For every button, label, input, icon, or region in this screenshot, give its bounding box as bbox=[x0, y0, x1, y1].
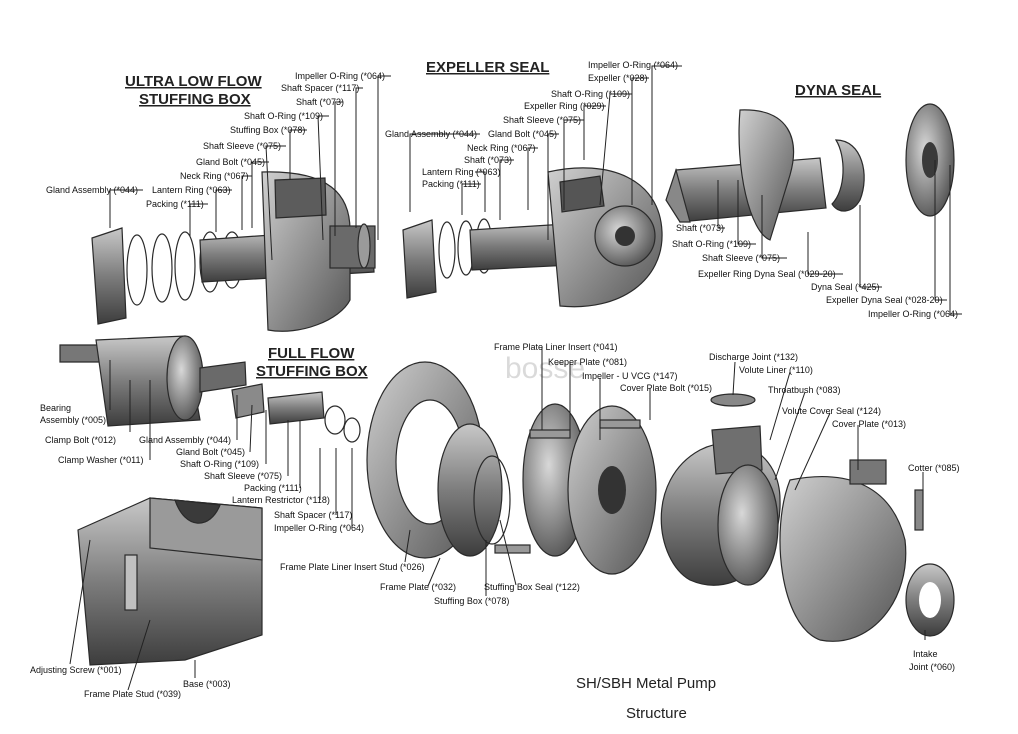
label-ex-gland-bolt: Gland Bolt (*045) bbox=[488, 129, 557, 139]
leader-lines bbox=[69, 65, 962, 691]
label-discharge-joint: Discharge Joint (*132) bbox=[709, 352, 798, 362]
label-ff-gland-assembly: Gland Assembly (*044) bbox=[139, 435, 231, 445]
labels-full-flow: Bearing Assembly (*005) Clamp Bolt (*012… bbox=[40, 403, 364, 533]
label-ff-shaft-spacer: Shaft Spacer (*117) bbox=[274, 510, 352, 520]
label-ul-shaft-spacer: Shaft Spacer (*117) bbox=[281, 83, 359, 93]
heading-expeller-seal: EXPELLER SEAL bbox=[426, 59, 549, 76]
label-stuffing-box: Stuffing Box (*078) bbox=[434, 596, 509, 606]
label-dy-expeller-dyna-seal: Expeller Dyna Seal (*028-20) bbox=[826, 295, 943, 305]
label-frame-plate-liner-insert-stud: Frame Plate Liner Insert Stud (*026) bbox=[280, 562, 425, 572]
caption-line1: SH/SBH Metal Pump bbox=[576, 675, 716, 692]
label-ff-bearing: Bearing bbox=[40, 403, 71, 413]
label-cotter: Cotter (*085) bbox=[908, 463, 960, 473]
label-ex-shaft-o-ring: Shaft O-Ring (*109) bbox=[551, 89, 630, 99]
label-cover-plate: Cover Plate (*013) bbox=[832, 419, 906, 429]
ultra-low-flow-assembly-art bbox=[91, 171, 376, 332]
dyna-seal-assembly-art bbox=[665, 103, 955, 241]
label-ul-neck-ring: Neck Ring (*067) bbox=[180, 171, 249, 181]
label-dy-shaft: Shaft (*073) bbox=[676, 223, 724, 233]
label-ff-bearing-assembly: Assembly (*005) bbox=[40, 415, 106, 425]
label-ul-impeller-o-ring: Impeller O-Ring (*064) bbox=[295, 71, 385, 81]
label-keeper-plate: Keeper Plate (*081) bbox=[548, 357, 627, 367]
heading-ultra-low-flow-line1: ULTRA LOW FLOW bbox=[125, 73, 262, 90]
label-ul-shaft-o-ring: Shaft O-Ring (*109) bbox=[244, 111, 323, 121]
label-ff-packing: Packing (*111) bbox=[244, 483, 302, 493]
label-ex-expeller: Expeller (*028) bbox=[588, 73, 648, 83]
label-volute-liner: Volute Liner (*110) bbox=[739, 365, 813, 375]
label-ff-gland-bolt: Gland Bolt (*045) bbox=[176, 447, 245, 457]
label-ex-expeller-ring: Expeller Ring (*029) bbox=[524, 101, 605, 111]
label-ff-clamp-washer: Clamp Washer (*011) bbox=[58, 455, 144, 465]
label-ex-gland-assembly: Gland Assembly (*044) bbox=[385, 129, 477, 139]
label-intake-joint: Joint (*060) bbox=[909, 662, 955, 672]
labels-expeller-seal: Impeller O-Ring (*064) Expeller (*028) S… bbox=[385, 60, 678, 189]
base-art bbox=[77, 497, 263, 666]
label-ul-shaft: Shaft (*073) bbox=[296, 97, 344, 107]
label-ff-lantern-restrictor: Lantern Restrictor (*118) bbox=[232, 495, 330, 505]
label-ff-impeller-o-ring: Impeller O-Ring (*064) bbox=[274, 523, 364, 533]
wet-end-art bbox=[366, 361, 955, 642]
full-flow-assembly-art bbox=[59, 335, 361, 443]
label-ex-impeller-o-ring: Impeller O-Ring (*064) bbox=[588, 60, 678, 70]
labels-ultra-low-flow: Impeller O-Ring (*064) Shaft Spacer (*11… bbox=[46, 71, 385, 209]
label-ex-shaft: Shaft (*073) bbox=[464, 155, 512, 165]
label-ex-packing: Packing (*111) bbox=[422, 179, 480, 189]
label-ff-clamp-bolt: Clamp Bolt (*012) bbox=[45, 435, 116, 445]
label-cover-plate-bolt: Cover Plate Bolt (*015) bbox=[620, 383, 712, 393]
label-frame-plate: Frame Plate (*032) bbox=[380, 582, 456, 592]
label-adjusting-screw: Adjusting Screw (*001) bbox=[30, 665, 122, 675]
label-ul-gland-assembly: Gland Assembly (*044) bbox=[46, 185, 138, 195]
label-ex-lantern-ring: Lantern Ring (*063) bbox=[422, 167, 501, 177]
label-dy-expeller-ring-dyna-seal: Expeller Ring Dyna Seal (*029-20) bbox=[698, 269, 836, 279]
label-dy-dyna-seal: Dyna Seal (*425) bbox=[811, 282, 880, 292]
label-ff-shaft-o-ring: Shaft O-Ring (*109) bbox=[180, 459, 259, 469]
label-frame-plate-stud: Frame Plate Stud (*039) bbox=[84, 689, 181, 699]
caption-line2: Structure bbox=[626, 705, 687, 722]
label-ul-packing: Packing (*111) bbox=[146, 199, 204, 209]
label-intake: Intake bbox=[913, 649, 938, 659]
label-ul-shaft-sleeve: Shaft Sleeve (*075) bbox=[203, 141, 281, 151]
labels-dyna-seal: Shaft (*073) Shaft O-Ring (*109) Shaft S… bbox=[672, 223, 958, 319]
expeller-seal-assembly-art bbox=[402, 167, 663, 308]
label-dy-impeller-o-ring: Impeller O-Ring (*064) bbox=[868, 309, 958, 319]
label-impeller-u-vcg: Impeller - U VCG (*147) bbox=[582, 371, 678, 381]
label-dy-shaft-sleeve: Shaft Sleeve (*075) bbox=[702, 253, 780, 263]
label-frame-plate-liner-insert: Frame Plate Liner Insert (*041) bbox=[494, 342, 618, 352]
label-ex-neck-ring: Neck Ring (*067) bbox=[467, 143, 536, 153]
label-throatbush: Throatbush (*083) bbox=[768, 385, 841, 395]
labels-wet-end: Frame Plate Liner Insert (*041) Keeper P… bbox=[280, 342, 960, 672]
heading-full-flow-line1: FULL FLOW bbox=[268, 345, 355, 362]
heading-full-flow-line2: STUFFING BOX bbox=[256, 363, 368, 380]
label-ul-gland-bolt: Gland Bolt (*045) bbox=[196, 157, 265, 167]
label-volute-cover-seal: Volute Cover Seal (*124) bbox=[782, 406, 881, 416]
labels-base: Adjusting Screw (*001) Frame Plate Stud … bbox=[30, 665, 231, 699]
label-stuffing-box-seal: Stuffing Box Seal (*122) bbox=[484, 582, 580, 592]
label-ff-shaft-sleeve: Shaft Sleeve (*075) bbox=[204, 471, 282, 481]
heading-dyna-seal: DYNA SEAL bbox=[795, 82, 881, 99]
heading-ultra-low-flow-line2: STUFFING BOX bbox=[139, 91, 251, 108]
label-dy-shaft-o-ring: Shaft O-Ring (*109) bbox=[672, 239, 751, 249]
label-ex-shaft-sleeve: Shaft Sleeve (*075) bbox=[503, 115, 581, 125]
watermark: bosse bbox=[505, 352, 585, 385]
label-ul-stuffing-box: Stuffing Box (*078) bbox=[230, 125, 305, 135]
label-base: Base (*003) bbox=[183, 679, 231, 689]
label-ul-lantern-ring: Lantern Ring (*063) bbox=[152, 185, 231, 195]
